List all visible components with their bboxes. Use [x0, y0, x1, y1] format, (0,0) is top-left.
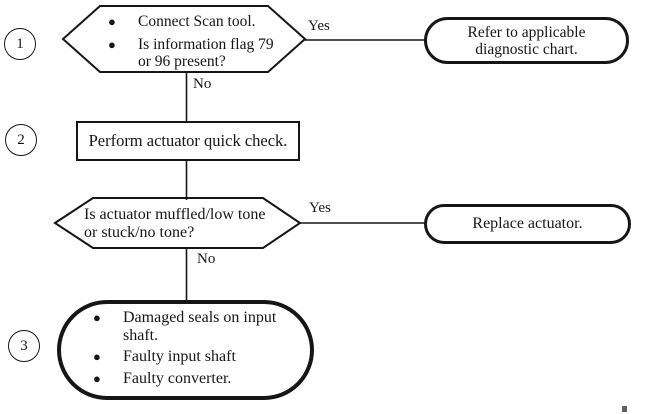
step-circle-2: 2	[5, 124, 37, 156]
terminal-refer-diagnostic-chart: Refer to applicable diagnostic chart.	[424, 17, 629, 64]
edge-label-yes2: Yes	[309, 200, 331, 217]
decision1-content: ● Connect Scan tool. ● Is information fl…	[100, 13, 282, 76]
result3-bullet-text: Damaged seals on input shaft.	[123, 309, 277, 344]
decision1-bullet-row: ● Is information flag 79 or 96 present?	[100, 36, 282, 70]
step-circle-1: 1	[4, 28, 36, 60]
bullet-icon: ●	[108, 14, 116, 29]
step-number-2: 2	[17, 131, 25, 148]
bullet-icon: ●	[93, 310, 101, 325]
bullet-icon: ●	[93, 349, 101, 364]
edge-label-no1: No	[193, 76, 212, 93]
bullet-icon: ●	[108, 37, 116, 52]
result3-bullet-text: Faulty input shaft	[123, 348, 236, 365]
step-number-1: 1	[16, 35, 24, 52]
decision1-bullet-text: Connect Scan tool.	[138, 13, 256, 30]
decision1-bullet-text: Is information flag 79 or 96 present?	[138, 36, 274, 70]
step-circle-3: 3	[8, 330, 40, 362]
terminal-replace-label: Replace actuator.	[472, 215, 583, 232]
edge-label-no2: No	[197, 251, 216, 268]
bullet-icon: ●	[93, 370, 101, 386]
decision1-bullet-row: ● Connect Scan tool.	[100, 13, 282, 30]
terminal-result-causes	[57, 300, 314, 400]
scan-artifact	[622, 406, 627, 412]
action-label: Perform actuator quick check.	[88, 131, 288, 150]
result3-bullet-row: ● Faulty converter.	[85, 370, 290, 388]
result3-content: ● Damaged seals on input shaft. ● Faulty…	[85, 309, 290, 391]
action-perform-quick-check: Perform actuator quick check.	[76, 121, 300, 161]
result3-bullet-row: ● Damaged seals on input shaft.	[85, 309, 290, 344]
terminal-refer-label: Refer to applicable diagnostic chart.	[467, 23, 586, 58]
result3-bullet-row: ● Faulty input shaft	[85, 348, 290, 366]
edge-label-yes1: Yes	[308, 18, 330, 35]
step-number-3: 3	[20, 337, 28, 354]
decision2-content: Is actuator muffled/low tone or stuck/no…	[84, 206, 266, 241]
result3-bullet-text: Faulty converter.	[123, 369, 232, 387]
terminal-replace-actuator: Replace actuator.	[424, 204, 631, 244]
decision1-hexagon-shape	[61, 5, 307, 73]
